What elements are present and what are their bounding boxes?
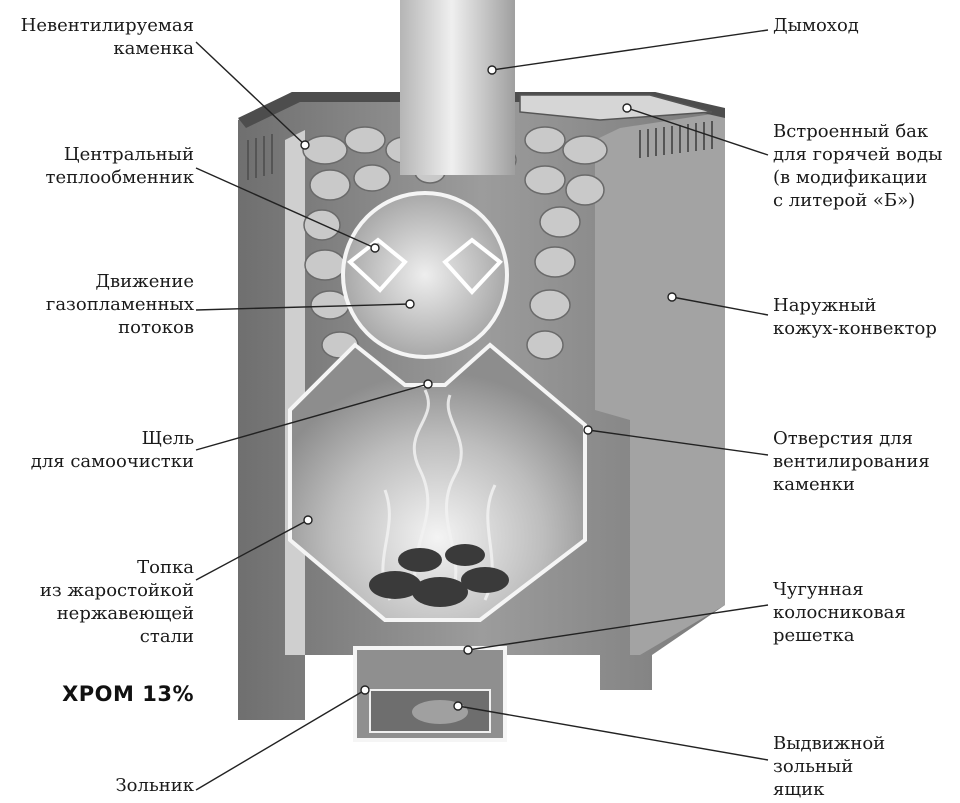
label-line: Выдвижной xyxy=(773,732,885,755)
label-line: (в модификации xyxy=(773,166,942,189)
label-line: Зольник xyxy=(115,774,194,797)
label-line: из жаростойкой xyxy=(40,579,194,602)
label-line: газопламенных xyxy=(46,293,194,316)
leader-dot-ash-drawer xyxy=(454,702,462,710)
leader-dot-outer-casing xyxy=(668,293,676,301)
chrome-badge: ХРОМ 13% xyxy=(62,682,194,706)
label-line: колосниковая xyxy=(773,601,906,624)
label-line: каменка xyxy=(21,37,194,60)
label-line: Топка xyxy=(40,556,194,579)
leader-dot-gas-flame-flows xyxy=(406,300,414,308)
heat-exchanger xyxy=(343,193,507,357)
label-line: вентилирования xyxy=(773,450,930,473)
label-chimney: Дымоход xyxy=(773,14,859,37)
label-line: Движение xyxy=(46,270,194,293)
leader-line-chimney xyxy=(492,30,768,70)
label-line: стали xyxy=(40,625,194,648)
label-line: зольный xyxy=(773,755,885,778)
label-line: Щель xyxy=(31,427,194,450)
leader-dot-self-cleaning-slot xyxy=(424,380,432,388)
leader-dot-chimney xyxy=(488,66,496,74)
ash-pit xyxy=(355,648,505,740)
chimney xyxy=(400,0,515,175)
label-self-cleaning-slot: Щель для самоочистки xyxy=(31,427,194,473)
label-line: для самоочистки xyxy=(31,450,194,473)
label-line: ящик xyxy=(773,778,885,801)
leader-dot-ventilation-holes xyxy=(584,426,592,434)
label-line: каменки xyxy=(773,473,930,496)
label-gas-flame-flows: Движение газопламенных потоков xyxy=(46,270,194,339)
label-ventilation-holes: Отверстия для вентилирования каменки xyxy=(773,427,930,496)
leader-dot-water-tank xyxy=(623,104,631,112)
label-ash-drawer: Выдвижной зольный ящик xyxy=(773,732,885,801)
label-line: теплообменник xyxy=(46,166,194,189)
label-line: Невентилируемая xyxy=(21,14,194,37)
label-line: решетка xyxy=(773,624,906,647)
label-line: с литерой «Б») xyxy=(773,189,942,212)
leader-dot-ash-pit xyxy=(361,686,369,694)
label-water-tank: Встроенный бак для горячей воды (в модиф… xyxy=(773,120,942,212)
label-non-ventilated-heater: Невентилируемая каменка xyxy=(21,14,194,60)
label-ash-pit: Зольник xyxy=(115,774,194,797)
leader-dot-grate xyxy=(464,646,472,654)
label-grate: Чугунная колосниковая решетка xyxy=(773,578,906,647)
label-central-heat-exchanger: Центральный теплообменник xyxy=(46,143,194,189)
label-line: нержавеющей xyxy=(40,602,194,625)
label-line: кожух-конвектор xyxy=(773,317,937,340)
label-firebox: Топка из жаростойкой нержавеющей стали xyxy=(40,556,194,648)
label-line: Наружный xyxy=(773,294,937,317)
label-line: потоков xyxy=(46,316,194,339)
leader-dot-firebox xyxy=(304,516,312,524)
label-line: Отверстия для xyxy=(773,427,930,450)
leader-dot-central-heat-exchanger xyxy=(371,244,379,252)
label-line: Центральный xyxy=(46,143,194,166)
label-line: для горячей воды xyxy=(773,143,942,166)
label-line: Дымоход xyxy=(773,14,859,37)
label-line: Встроенный бак xyxy=(773,120,942,143)
leader-dot-non-ventilated-heater xyxy=(301,141,309,149)
label-line: Чугунная xyxy=(773,578,906,601)
label-outer-casing: Наружный кожух-конвектор xyxy=(773,294,937,340)
